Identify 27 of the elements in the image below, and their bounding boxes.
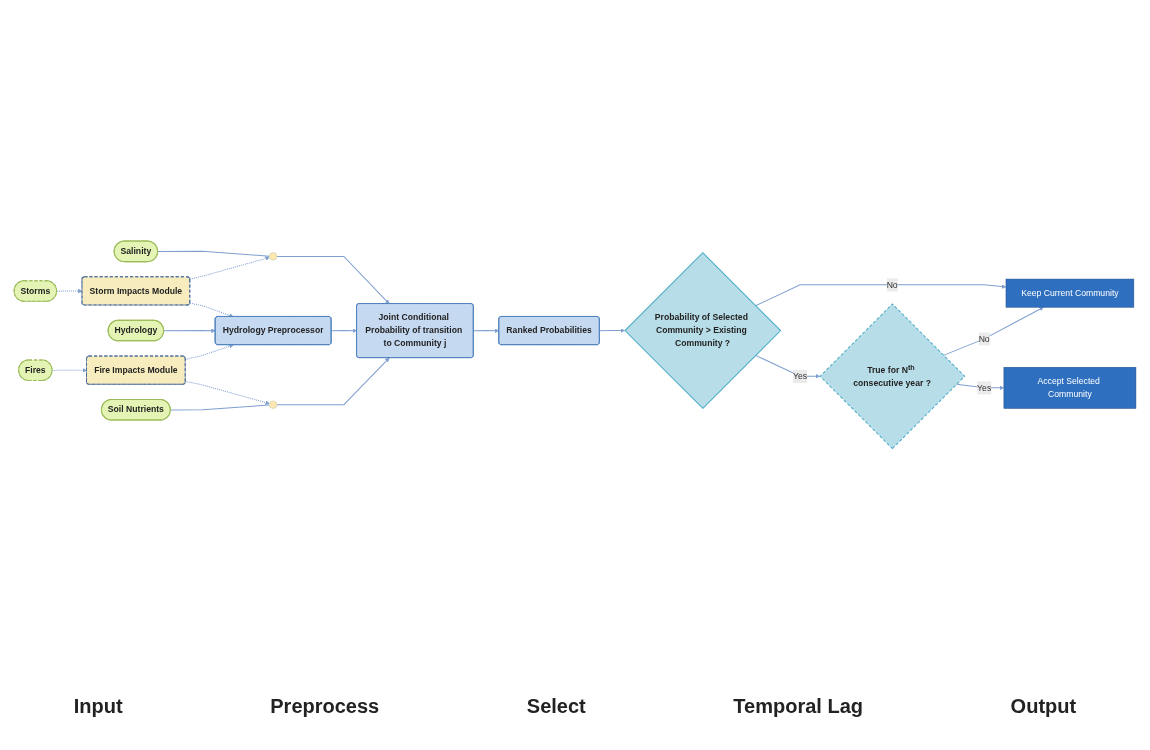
- column-heading: Preprocess: [270, 695, 380, 718]
- node-box: Accept Selected Community: [1003, 367, 1137, 409]
- node-box: Keep Current Community: [1005, 279, 1135, 308]
- arrow: [473, 328, 500, 334]
- node-circle: [269, 252, 278, 261]
- arrow: [189, 256, 270, 280]
- arrow: [599, 328, 625, 333]
- edge-label: Yes: [793, 371, 808, 382]
- arrow: [276, 357, 390, 406]
- node-diamond: True for N$^{th}$ consecutive year ?: [819, 303, 966, 450]
- arrow: [276, 256, 390, 305]
- arrow: [330, 328, 357, 334]
- arrow: [943, 307, 1044, 357]
- arrow: [189, 302, 234, 318]
- node-circle: [269, 400, 278, 409]
- arrow: [163, 328, 216, 334]
- connector: [170, 404, 270, 411]
- connector: [157, 251, 270, 257]
- column-heading: Select: [526, 695, 586, 718]
- node-diamond: Probability of Selected Community > Existing Community ?: [624, 252, 782, 410]
- arrow: [755, 284, 1007, 307]
- column-heading: Temporal Lag: [733, 695, 863, 718]
- edge-label: Yes: [977, 383, 992, 393]
- column-heading: Output: [1010, 695, 1077, 718]
- edge-label: No: [886, 280, 898, 290]
- edge-label: No: [978, 334, 990, 344]
- column-heading: Input: [73, 695, 123, 718]
